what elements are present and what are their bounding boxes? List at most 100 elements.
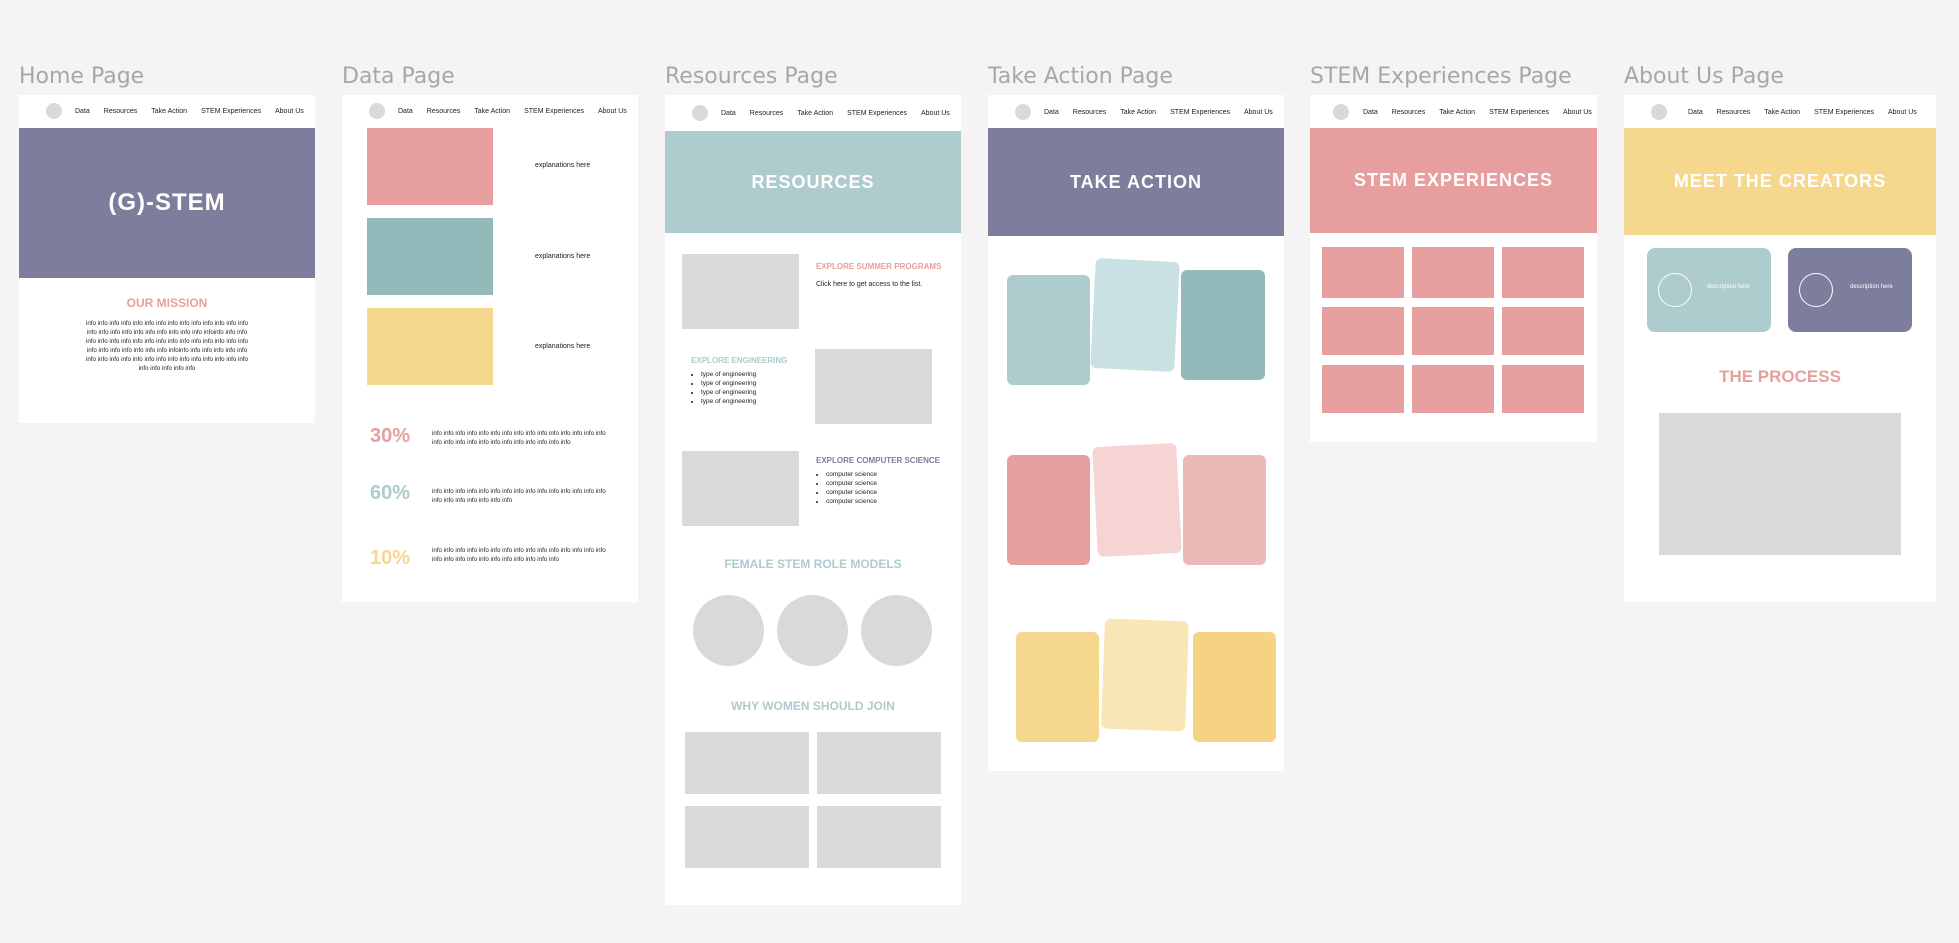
action-card[interactable]	[1007, 455, 1090, 565]
nav-link-resources[interactable]: Resources	[1391, 109, 1426, 116]
nav-link-data[interactable]: Data	[1688, 109, 1703, 116]
stat-percent-1: 30%	[370, 425, 411, 447]
engineering-list: type of engineering type of engineering …	[691, 370, 756, 406]
data-page-frame: Data Resources Take Action STEM Experien…	[342, 95, 638, 602]
mission-heading: OUR MISSION	[126, 296, 208, 310]
role-model-avatar[interactable]	[861, 595, 932, 666]
computer-science-list: computer science computer science comput…	[816, 470, 877, 506]
why-join-tile	[685, 732, 809, 794]
action-card[interactable]	[1181, 270, 1265, 380]
nav-link-data[interactable]: Data	[1044, 109, 1059, 116]
nav-link-about[interactable]: About Us	[275, 108, 304, 115]
list-item: type of engineering	[701, 397, 756, 406]
list-item: type of engineering	[701, 379, 756, 388]
resources-page-title: Resources Page	[665, 64, 838, 89]
nav-link-resources[interactable]: Resources	[426, 108, 461, 115]
stem-experience-tile[interactable]	[1322, 365, 1404, 413]
stat-percent-3: 10%	[370, 547, 411, 569]
take-action-page-frame: Data Resources Take Action STEM Experien…	[988, 95, 1284, 771]
nav-link-resources[interactable]: Resources	[749, 110, 784, 117]
nav-link-resources[interactable]: Resources	[103, 108, 138, 115]
data-graphic-3	[367, 308, 493, 385]
take-action-hero-banner: TAKE ACTION	[988, 128, 1284, 236]
home-hero-banner: (G)-STEM	[19, 128, 315, 278]
explanation-text-3: explanations here	[535, 343, 591, 350]
action-card[interactable]	[1007, 275, 1090, 385]
resources-nav-bar: Data Resources Take Action STEM Experien…	[665, 97, 961, 129]
nav-link-take-action[interactable]: Take Action	[797, 110, 834, 117]
creator-card[interactable]: description here	[1788, 248, 1912, 332]
nav-link-take-action[interactable]: Take Action	[474, 108, 511, 115]
nav-link-data[interactable]: Data	[398, 108, 413, 115]
role-model-avatar[interactable]	[777, 595, 848, 666]
data-graphic-1	[367, 128, 493, 205]
nav-link-about[interactable]: About Us	[1888, 109, 1917, 116]
nav-link-about[interactable]: About Us	[921, 110, 950, 117]
nav-link-stem[interactable]: STEM Experiences	[1814, 109, 1874, 116]
nav-link-stem[interactable]: STEM Experiences	[1489, 109, 1549, 116]
computer-science-heading: EXPLORE COMPUTER SCIENCE	[816, 456, 941, 465]
stem-experience-tile[interactable]	[1322, 247, 1404, 298]
creator-description: description here	[1707, 284, 1750, 290]
action-card[interactable]	[1193, 632, 1276, 742]
stem-experience-tile[interactable]	[1412, 307, 1494, 355]
logo-icon[interactable]	[1333, 104, 1349, 120]
process-heading: THE PROCESS	[1719, 367, 1841, 386]
stem-experience-tile[interactable]	[1412, 365, 1494, 413]
nav-link-take-action[interactable]: Take Action	[151, 108, 188, 115]
summer-programs-link[interactable]: Click here to get access to the list.	[816, 281, 923, 288]
nav-link-take-action[interactable]: Take Action	[1439, 109, 1476, 116]
logo-icon[interactable]	[1015, 104, 1031, 120]
creator-avatar-icon	[1799, 273, 1833, 307]
action-card[interactable]	[1183, 455, 1266, 565]
stem-experience-tile[interactable]	[1412, 247, 1494, 298]
nav-link-data[interactable]: Data	[1363, 109, 1378, 116]
explanation-text-2: explanations here	[535, 253, 591, 260]
stem-experience-tile[interactable]	[1322, 307, 1404, 355]
why-join-tile	[817, 806, 941, 868]
stem-experience-tile[interactable]	[1502, 247, 1584, 298]
action-card[interactable]	[1092, 442, 1182, 558]
list-item: type of engineering	[701, 388, 756, 397]
take-action-page-title: Take Action Page	[988, 64, 1173, 89]
creator-avatar-icon	[1658, 273, 1692, 307]
creator-card[interactable]: description here	[1647, 248, 1771, 332]
nav-link-stem[interactable]: STEM Experiences	[524, 108, 584, 115]
nav-link-take-action[interactable]: Take Action	[1764, 109, 1801, 116]
stem-experience-tile[interactable]	[1502, 365, 1584, 413]
nav-link-resources[interactable]: Resources	[1716, 109, 1751, 116]
logo-icon[interactable]	[1651, 104, 1667, 120]
data-nav-bar: Data Resources Take Action STEM Experien…	[342, 95, 638, 127]
explanation-text-1: explanations here	[535, 162, 591, 169]
why-join-heading: WHY WOMEN SHOULD JOIN	[731, 699, 895, 713]
data-page-title: Data Page	[342, 64, 455, 89]
action-card[interactable]	[1090, 257, 1180, 373]
about-page-frame: Data Resources Take Action STEM Experien…	[1624, 95, 1936, 602]
nav-link-about[interactable]: About Us	[598, 108, 627, 115]
nav-link-take-action[interactable]: Take Action	[1120, 109, 1157, 116]
nav-link-stem[interactable]: STEM Experiences	[1170, 109, 1230, 116]
stat-text-2: info info info info info info info info …	[432, 488, 606, 504]
nav-link-stem[interactable]: STEM Experiences	[201, 108, 261, 115]
action-card[interactable]	[1016, 632, 1099, 742]
action-card[interactable]	[1101, 618, 1189, 732]
nav-link-stem[interactable]: STEM Experiences	[847, 110, 907, 117]
stem-experience-tile[interactable]	[1502, 307, 1584, 355]
nav-link-about[interactable]: About Us	[1563, 109, 1592, 116]
take-action-nav-bar: Data Resources Take Action STEM Experien…	[988, 96, 1284, 128]
summer-programs-heading[interactable]: EXPLORE SUMMER PROGRAMS	[816, 262, 942, 271]
role-model-avatar[interactable]	[693, 595, 764, 666]
nav-link-about[interactable]: About Us	[1244, 109, 1273, 116]
nav-link-resources[interactable]: Resources	[1072, 109, 1107, 116]
list-item: computer science	[826, 488, 877, 497]
mission-text: info info info info info info info info …	[85, 320, 248, 372]
why-join-tile	[685, 806, 809, 868]
stat-text-1: info info info info info info info info …	[432, 430, 606, 446]
about-nav-bar: Data Resources Take Action STEM Experien…	[1624, 96, 1936, 128]
nav-link-data[interactable]: Data	[721, 110, 736, 117]
nav-link-data[interactable]: Data	[75, 108, 90, 115]
stat-percent-2: 60%	[370, 482, 411, 504]
logo-icon[interactable]	[692, 105, 708, 121]
logo-icon[interactable]	[369, 103, 385, 119]
logo-icon[interactable]	[46, 103, 62, 119]
